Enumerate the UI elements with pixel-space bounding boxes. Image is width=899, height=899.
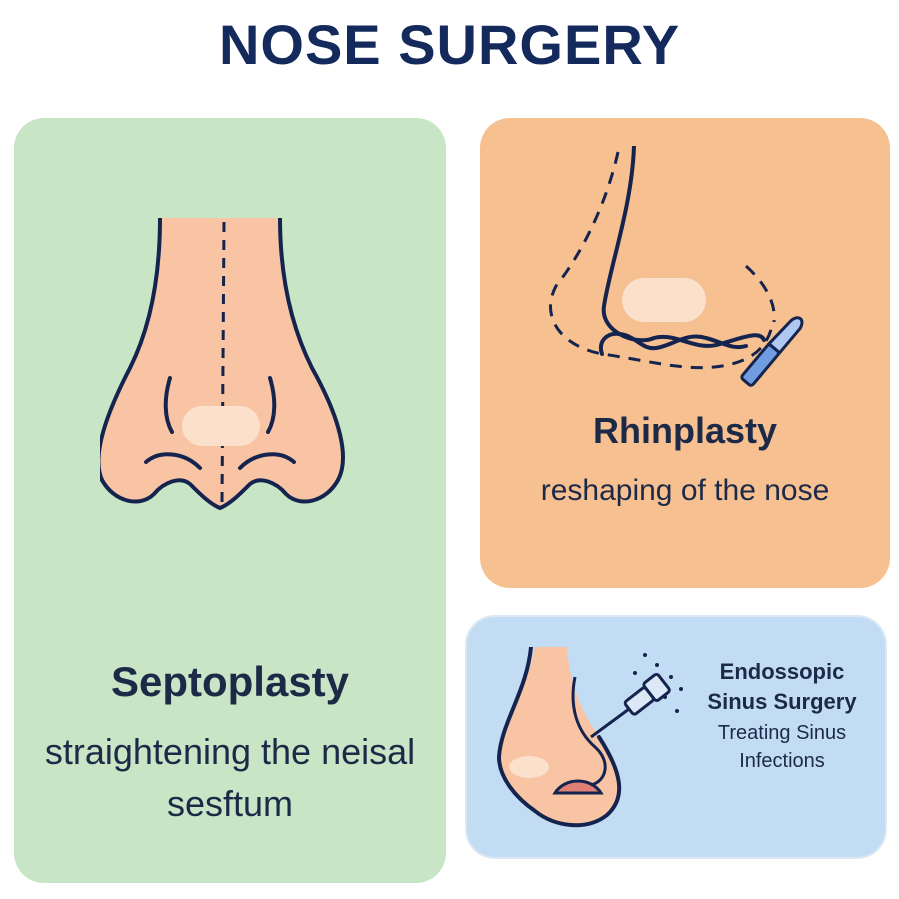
card-name: Rhinplasty <box>592 410 778 451</box>
endoscope-nose-icon <box>496 647 683 828</box>
septoplasty-card[interactable]: Septoplasty straightening the neisal ses… <box>14 118 446 883</box>
card-description: reshaping of the nose <box>540 474 830 507</box>
nose-profile-scalpel-icon <box>549 146 804 387</box>
card-description: straightening the neisal sesftum <box>44 731 416 824</box>
septum-nose-icon <box>100 218 345 511</box>
page-title: NOSE SURGERY <box>218 13 681 76</box>
rhinoplasty-card[interactable]: Rhinplasty reshaping of the nose <box>480 118 890 588</box>
card-name: Septoplasty <box>110 658 350 705</box>
card-name: Endossopic Sinus Surgery <box>707 659 857 714</box>
endoscopic-sinus-surgery-card[interactable]: Endossopic Sinus Surgery Treating Sinus … <box>465 615 887 859</box>
card-description: Treating Sinus Infections <box>717 722 847 772</box>
